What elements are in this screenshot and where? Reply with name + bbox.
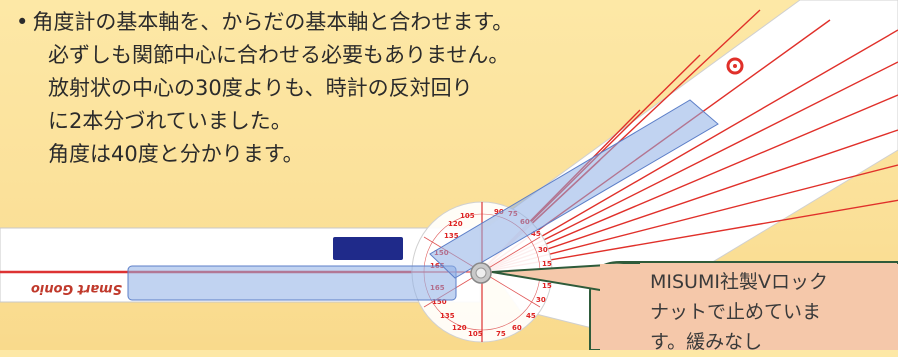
marker-ring-icon xyxy=(726,57,744,75)
moving-arm-overlay xyxy=(429,99,719,279)
bullet-line: 角度計の基本軸を、からだの基本軸と合わせます。 xyxy=(16,6,656,39)
pivot-nut-icon xyxy=(470,262,492,284)
text-line: 放射状の中心の30度よりも、時計の反対回り xyxy=(48,76,473,100)
tick-label: 120 xyxy=(452,324,467,332)
tick-label: 15 xyxy=(542,282,552,290)
tick-label: 120 xyxy=(448,220,463,228)
tick-label: 30 xyxy=(536,296,546,304)
tick-label: 105 xyxy=(460,212,475,220)
tick-label: 135 xyxy=(440,312,455,320)
tick-label: 60 xyxy=(512,324,522,332)
text-line: 角度は40度と分かります。 xyxy=(48,142,304,166)
callout-line: す。緩みなし xyxy=(650,331,763,353)
callout-bubble xyxy=(491,261,898,350)
tick-label: 135 xyxy=(444,232,459,240)
fixed-arm-overlay xyxy=(127,265,457,301)
tick-label: 105 xyxy=(468,330,483,338)
text-line: に2本分づれていました。 xyxy=(48,109,292,133)
tick-label: 75 xyxy=(496,330,506,338)
callout-line: ナットで止めていま xyxy=(650,301,822,323)
callout-line: MISUMI社製Vロック xyxy=(650,271,828,293)
tick-label: 45 xyxy=(526,312,536,320)
explanation-text: 角度計の基本軸を、からだの基本軸と合わせます。 必ずしも関節中心に合わせる必要も… xyxy=(16,6,656,171)
brand-logo: Smart Gonio xyxy=(31,281,122,296)
tick-label: 30 xyxy=(538,246,548,254)
text-line: 必ずしも関節中心に合わせる必要もありません。 xyxy=(48,43,510,67)
callout-text: MISUMI社製Vロック ナットで止めていま す。緩みなし xyxy=(650,267,898,357)
tick-label: 45 xyxy=(531,230,541,238)
tick-label: 150 xyxy=(432,298,447,306)
tick-label: 15 xyxy=(542,260,552,268)
tick-label: 90 xyxy=(494,208,504,216)
arm-overlays xyxy=(127,99,719,301)
ruler-label-panel xyxy=(333,237,403,260)
